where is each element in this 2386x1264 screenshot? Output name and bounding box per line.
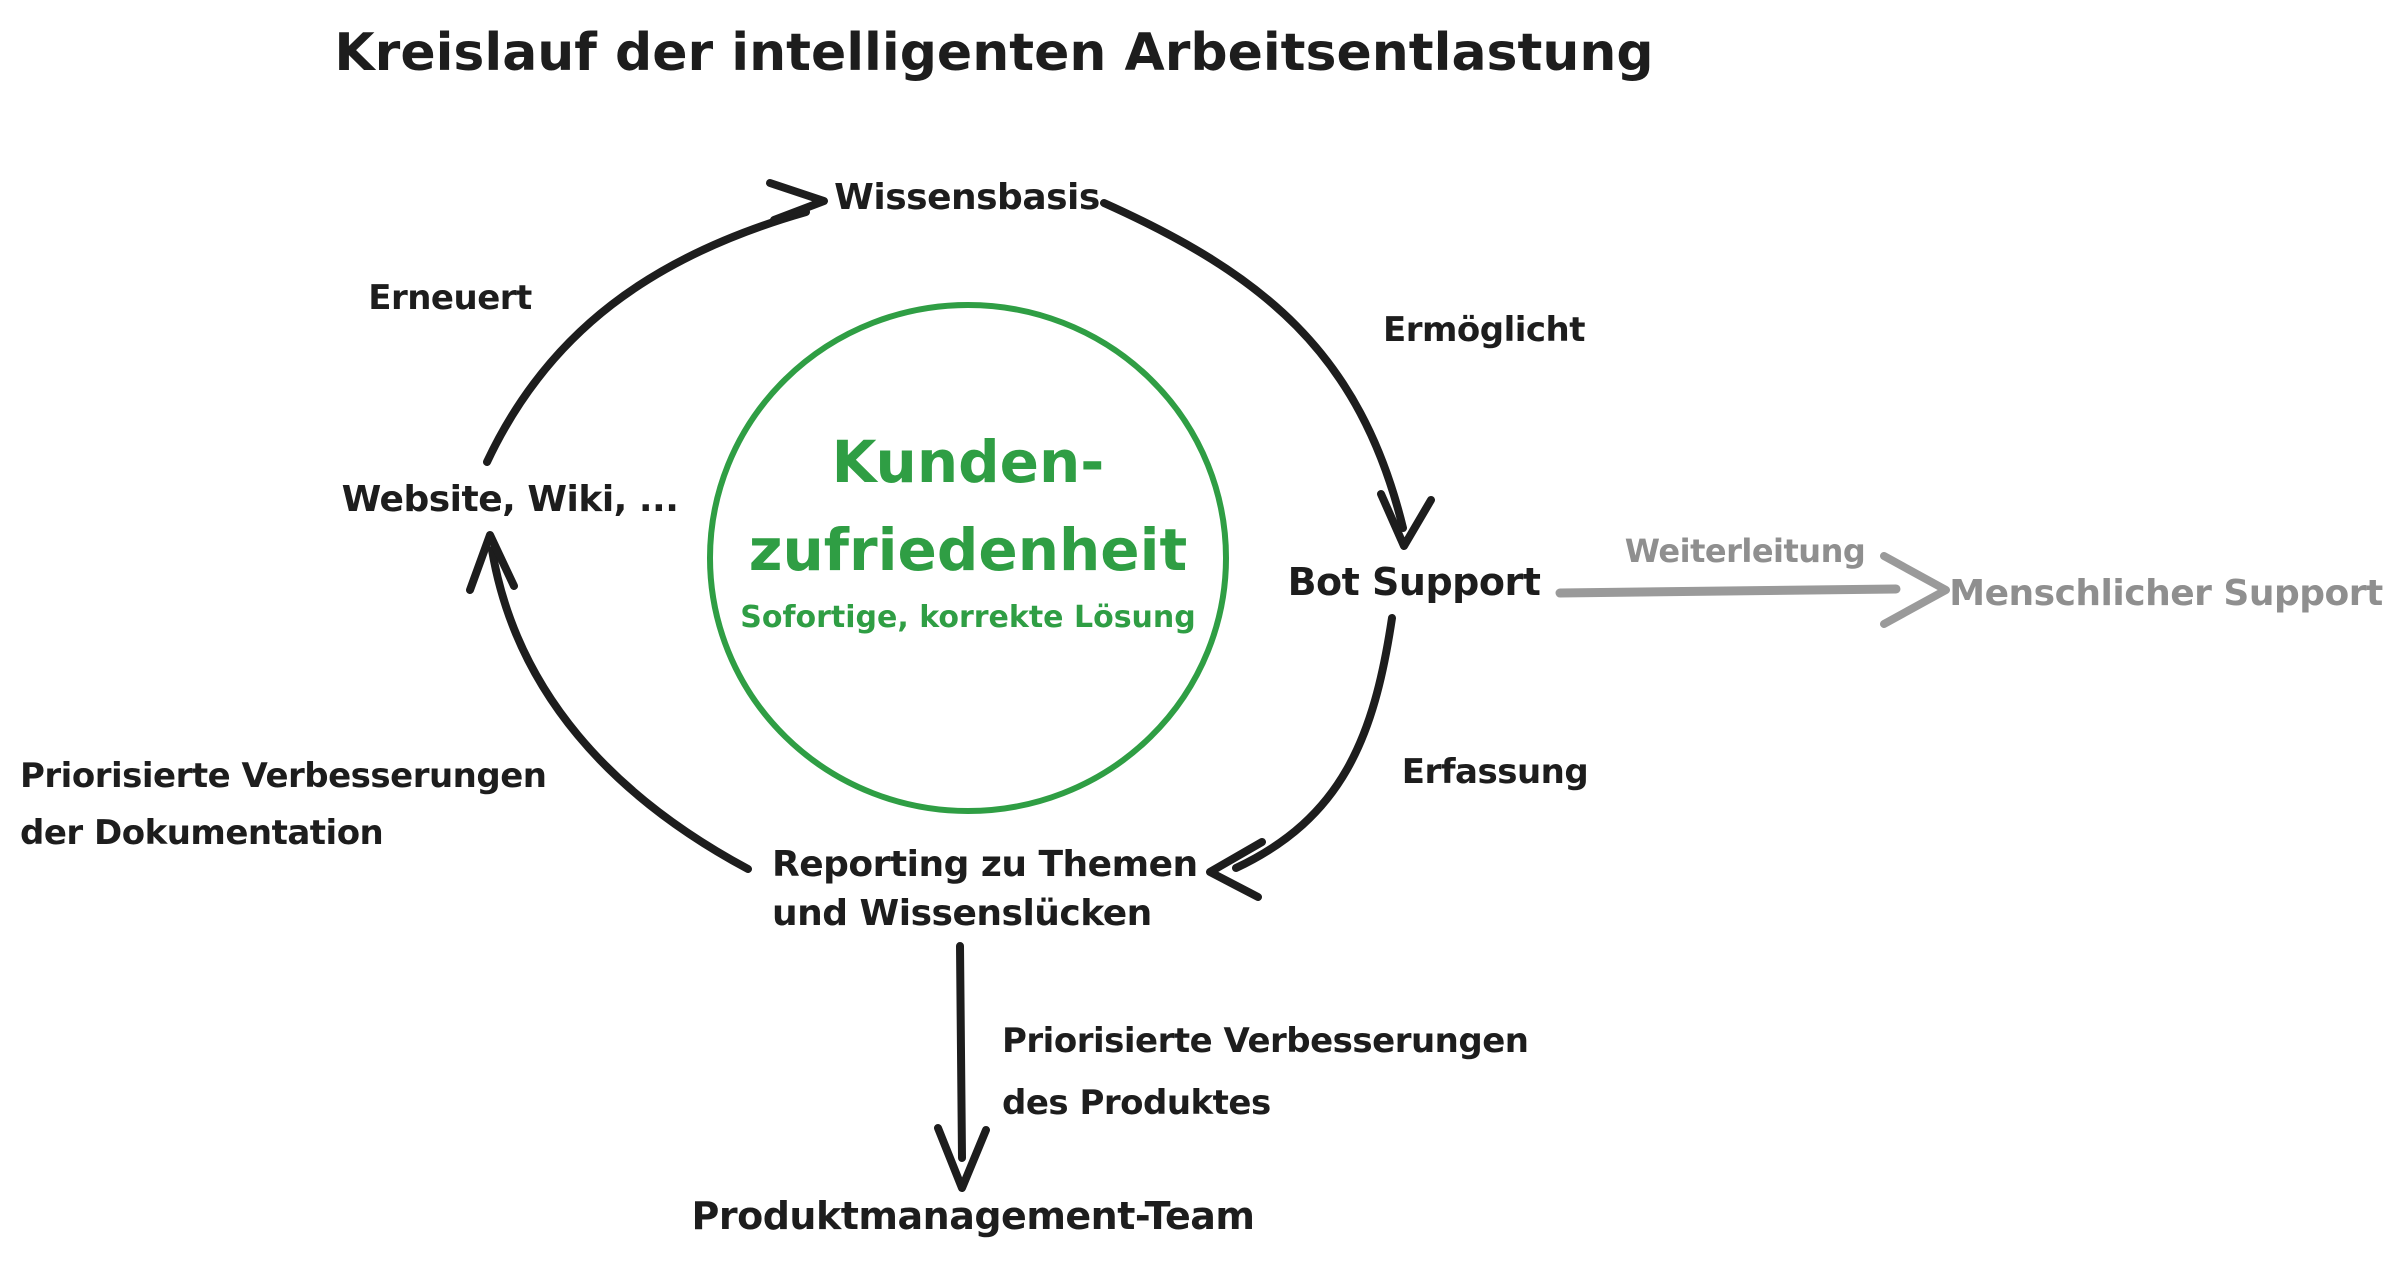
edge-label-weiterleitung: Weiterleitung	[1624, 532, 1866, 570]
edge-label-ermoeglicht: Ermöglicht	[1382, 310, 1586, 350]
center-circle-line1: Kunden-	[831, 428, 1105, 496]
arrow-ermoeglicht-shaft	[1100, 199, 1407, 532]
edge-label-erfassung: Erfassung	[1401, 752, 1589, 792]
center-circle-line2: zufriedenheit	[748, 516, 1188, 584]
edge-label-erneuert: Erneuert	[368, 278, 532, 318]
arrow-weiterleitung-head	[1880, 552, 1950, 628]
node-wissensbasis: Wissensbasis	[834, 177, 1100, 218]
arrow-erneuert-shaft	[483, 208, 810, 466]
arrow-produkt-shaft	[956, 942, 966, 1162]
edge-label-prio-doku-line1: Priorisierte Verbesserungen	[20, 756, 547, 796]
edge-label-prio-produkt-line1: Priorisierte Verbesserungen	[1002, 1021, 1529, 1061]
node-reporting-line2: und Wissenslücken	[772, 893, 1152, 934]
arrow-doku-shaft	[488, 546, 752, 873]
arrow-erfassung-head	[1206, 838, 1266, 901]
arrow-produkt-head	[934, 1124, 990, 1192]
node-bot-support: Bot Support	[1287, 560, 1541, 604]
edge-label-prio-doku: Priorisierte Verbesserungen der Dokument…	[20, 748, 547, 862]
node-website-wiki: Website, Wiki, ...	[341, 479, 679, 520]
arrow-doku-head	[466, 531, 518, 594]
arrow-weiterleitung-shaft	[1555, 584, 1901, 598]
center-circle-subtitle: Sofortige, korrekte Lösung	[740, 600, 1196, 635]
node-menschlicher-support: Menschlicher Support	[1949, 573, 2383, 614]
node-produktmanagement-team: Produktmanagement-Team	[691, 1194, 1255, 1238]
edge-label-prio-doku-line2: der Dokumentation	[20, 813, 384, 853]
arrow-erneuert-head	[766, 179, 828, 224]
node-reporting: Reporting zu Themen und Wissenslücken	[772, 840, 1198, 938]
node-reporting-line1: Reporting zu Themen	[772, 844, 1198, 885]
arrow-ermoeglicht-head	[1377, 490, 1435, 550]
edge-label-prio-produkt: Priorisierte Verbesserungen des Produkte…	[1002, 1010, 1529, 1134]
diagram-title: Kreislauf der intelligenten Arbeitsentla…	[334, 23, 1654, 83]
arrow-erfassung-shaft	[1232, 614, 1396, 872]
edge-label-prio-produkt-line2: des Produktes	[1002, 1083, 1271, 1123]
customer-satisfaction-circle	[707, 302, 1229, 814]
